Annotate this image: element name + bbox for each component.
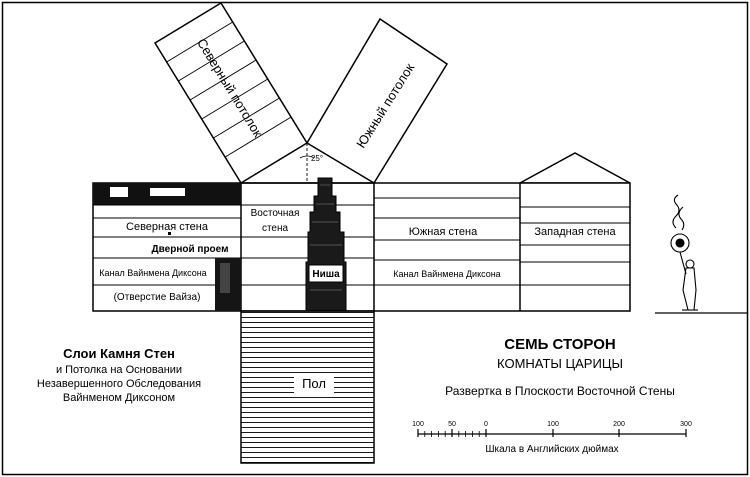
- east-wall-label-1: Восточная: [251, 208, 300, 219]
- niche-label: Ниша: [312, 269, 340, 280]
- south-ceiling: Южный потолок: [305, 17, 449, 185]
- channel-north-label: Канал Вайнмена Диксона: [99, 268, 206, 278]
- channel-south-label: Канал Вайнмена Диксона: [393, 269, 500, 279]
- west-wall-label: Западная стена: [534, 226, 616, 238]
- north-wall-label: Северная стена: [126, 221, 209, 233]
- south-wall-label: Южная стена: [409, 226, 478, 238]
- east-gable: 25°: [299, 143, 323, 183]
- scale-caption: Шкала в Английских дюймах: [485, 444, 618, 455]
- legend-line-4: Вайнменом Диксоном: [63, 392, 175, 404]
- scale-bar: 100 50 0 100 200 300 Шкала в Английских …: [412, 421, 692, 455]
- subtitle: Развертка в Плоскости Восточной Стены: [445, 384, 675, 398]
- legend-line-3: Незавершенного Обследования: [37, 378, 201, 390]
- scale-tick-3: 100: [547, 421, 559, 428]
- scale-tick-2: 0: [484, 421, 488, 428]
- title-line-2: КОМНАТЫ ЦАРИЦЫ: [497, 356, 623, 371]
- angle-label: 25°: [311, 154, 323, 163]
- scale-tick-5: 300: [680, 421, 692, 428]
- person-figure-icon: [670, 194, 698, 311]
- east-wall-label-2: стена: [262, 223, 289, 234]
- title-block: СЕМЬ СТОРОН КОМНАТЫ ЦАРИЦЫ Развертка в П…: [445, 336, 675, 398]
- legend-line-2: и Потолка на Основании: [56, 364, 182, 376]
- west-gable: [519, 152, 631, 184]
- scale-tick-0: 100: [412, 421, 424, 428]
- layers-legend: Слои Камня Стен и Потолка на Основании Н…: [37, 346, 201, 404]
- niche: Ниша: [305, 177, 347, 312]
- title-line-1: СЕМЬ СТОРОН: [504, 336, 616, 353]
- scale-tick-1: 50: [448, 421, 456, 428]
- doorway-label: Дверной проем: [152, 244, 229, 255]
- floor: Пол: [240, 310, 375, 464]
- north-ceiling: Северный потолок: [153, 1, 309, 185]
- north-wall: Северная стена Дверной проем Канал Вайнм…: [93, 183, 241, 311]
- floor-label: Пол: [302, 376, 326, 391]
- legend-line-1: Слои Камня Стен: [63, 346, 175, 361]
- south-wall: Южная стена Канал Вайнмена Диксона: [374, 197, 520, 286]
- west-wall: Западная стена: [520, 206, 630, 286]
- east-wall: Восточная стена Ниша: [241, 177, 374, 312]
- scale-tick-4: 200: [613, 421, 625, 428]
- vyse-hole-label: (Отверстие Вайза): [114, 292, 201, 303]
